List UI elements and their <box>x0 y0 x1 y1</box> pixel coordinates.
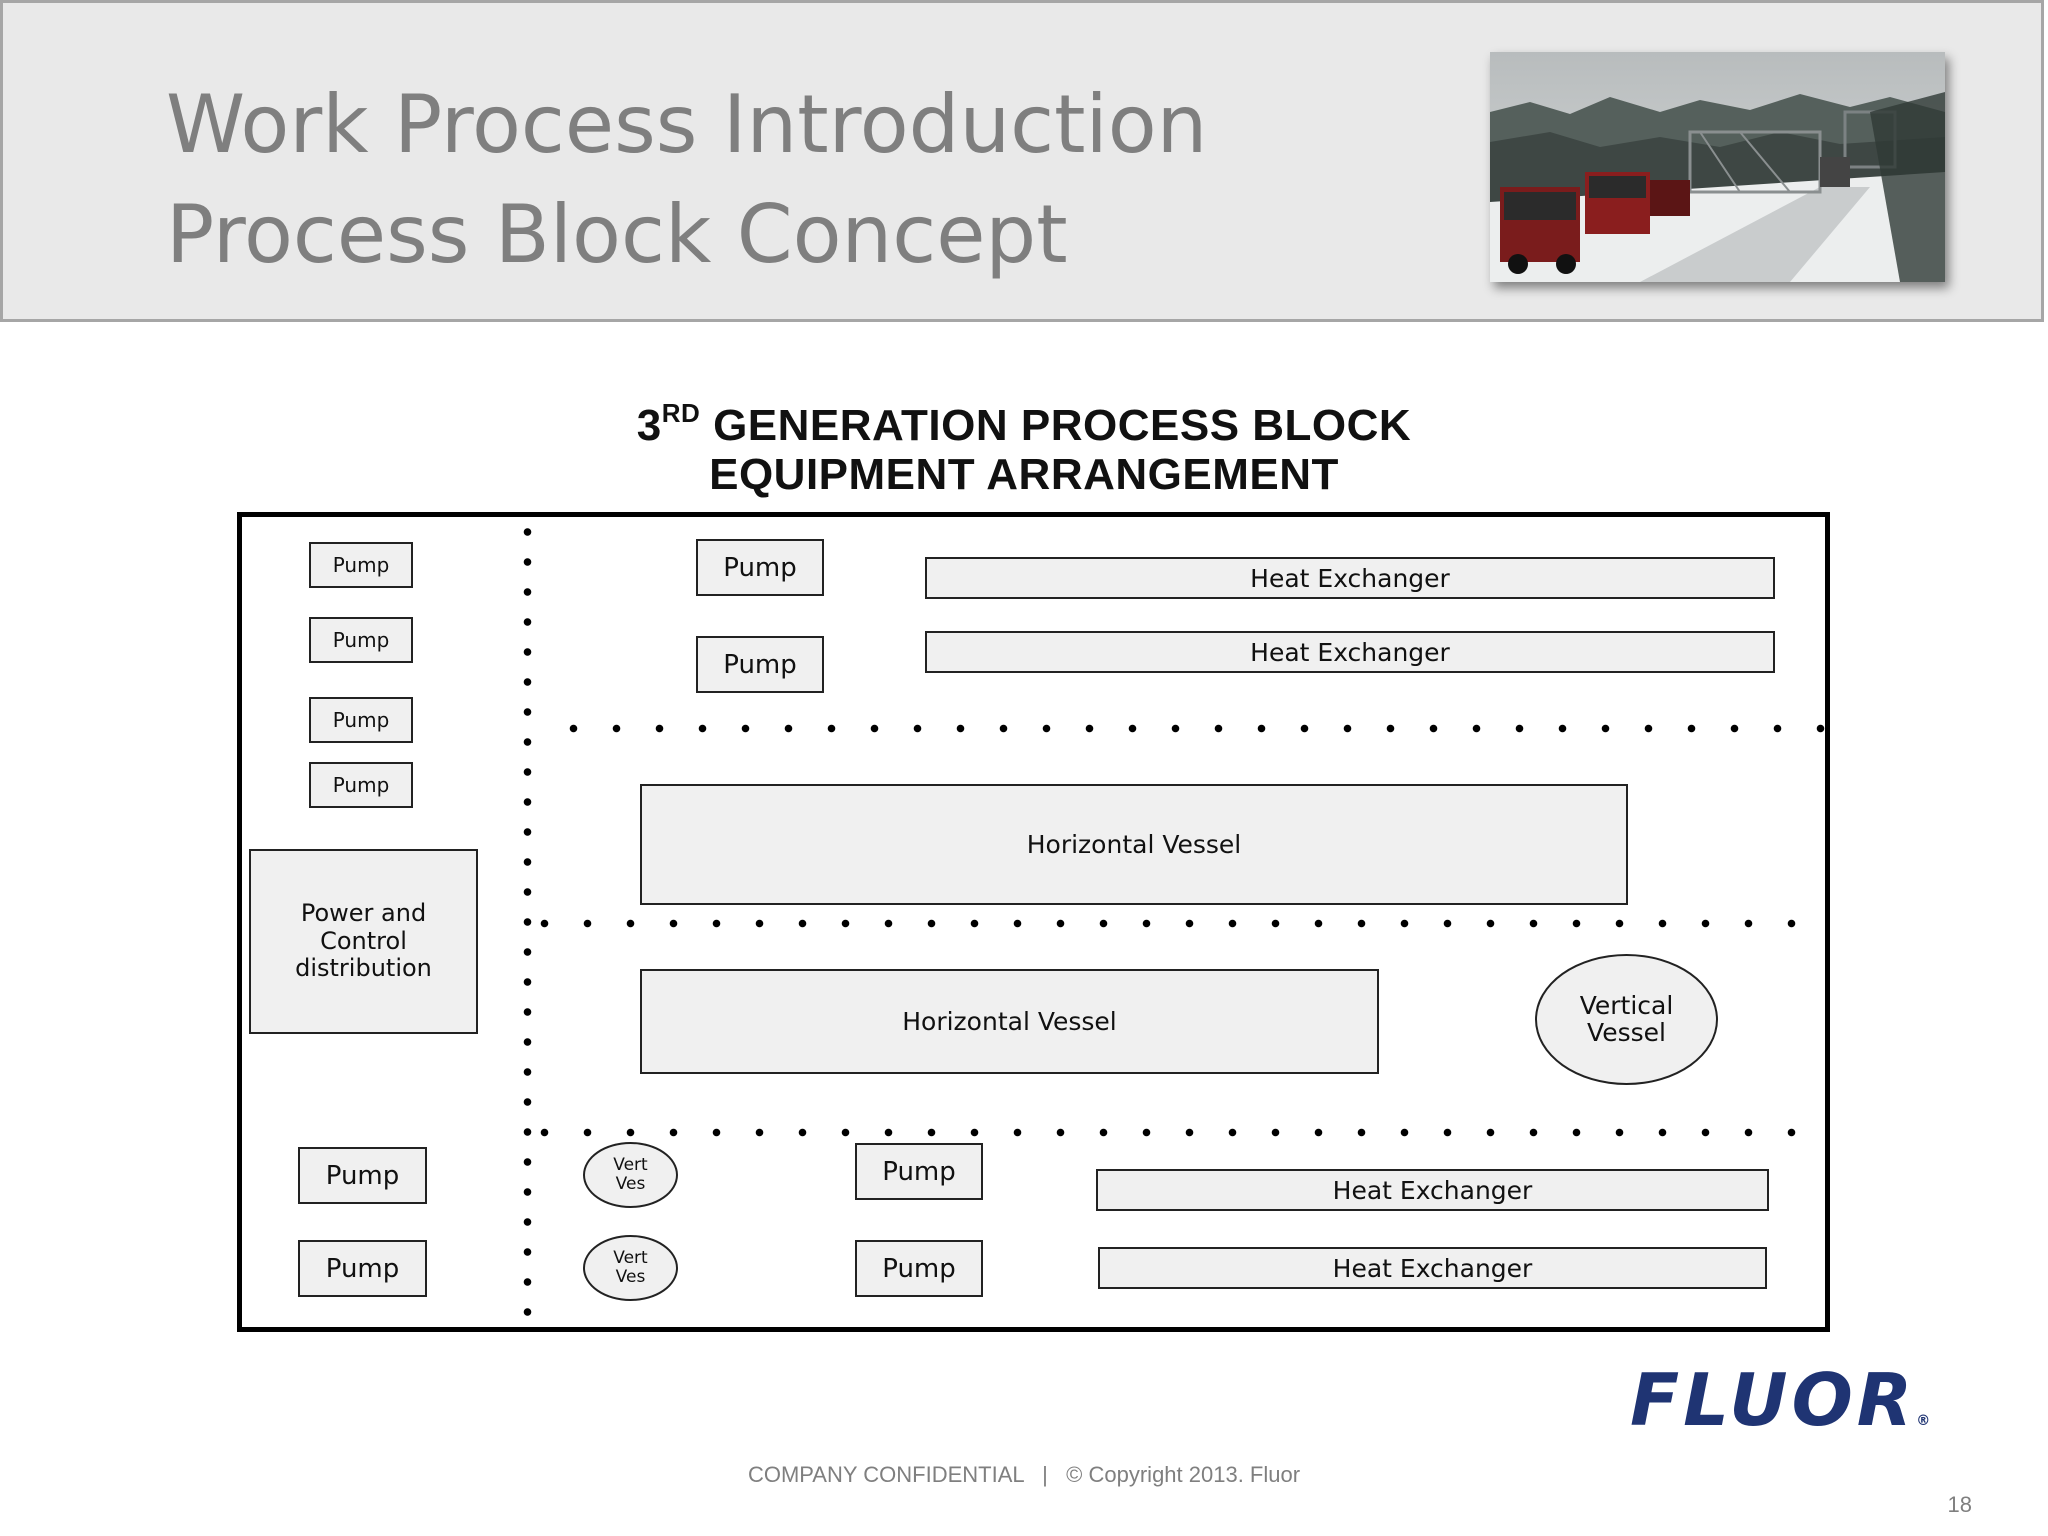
bottom-pump-1: Pump <box>855 1143 983 1200</box>
bottom-heat-exchanger-1: Heat Exchanger <box>1096 1169 1769 1211</box>
bottom-heat-exchanger-2: Heat Exchanger <box>1098 1247 1767 1289</box>
top-heat-exchanger-2: Heat Exchanger <box>925 631 1775 673</box>
top-heat-exchanger-1: Heat Exchanger <box>925 557 1775 599</box>
page-number: 18 <box>1947 1492 1972 1517</box>
left-pump-1: Pump <box>309 542 413 588</box>
horizontal-dotted-divider-1 <box>552 724 1827 733</box>
top-pump-1: Pump <box>696 539 824 596</box>
logo-registered-mark: ® <box>1916 1413 1931 1429</box>
pump-label: Pump <box>332 628 390 652</box>
process-block-frame: Pump Pump Pump Pump Power and Control di… <box>237 512 1830 1332</box>
power-label-1: Power and <box>300 899 427 928</box>
vertical-vessel-label-1: Vertical <box>1579 991 1674 1021</box>
left-pump-4: Pump <box>309 762 413 808</box>
pump-label: Pump <box>723 552 797 583</box>
footer-confidential: COMPANY CONFIDENTIAL | © Copyright 2013.… <box>747 1462 1301 1487</box>
horizontal-dotted-divider-2 <box>523 919 1827 928</box>
power-control-distribution: Power and Control distribution <box>249 849 478 1034</box>
header-photo <box>1490 52 1945 282</box>
pump-label: Pump <box>332 773 390 797</box>
pump-label: Pump <box>882 1253 956 1284</box>
pump-label: Pump <box>882 1156 956 1187</box>
title-rest: GENERATION PROCESS BLOCK <box>713 401 1412 450</box>
horizontal-vessel-upper: Horizontal Vessel <box>640 784 1628 905</box>
pump-label: Pump <box>723 649 797 680</box>
horizontal-dotted-divider-3 <box>523 1128 1827 1137</box>
bottom-pump-2: Pump <box>855 1240 983 1297</box>
vert-ves-label-2: Ves <box>615 1174 646 1194</box>
pump-label: Pump <box>325 1160 400 1191</box>
pump-label: Pump <box>325 1253 400 1284</box>
vert-ves-label-1: Vert <box>613 1248 648 1269</box>
title-number: 3 <box>636 401 662 450</box>
slide-title-line1: Work Process Introduction <box>166 78 1208 171</box>
top-pump-2: Pump <box>696 636 824 693</box>
vert-ves-2: Vert Ves <box>583 1235 678 1301</box>
diagram-title-line2: EQUIPMENT ARRANGEMENT <box>709 450 1339 499</box>
heat-exchanger-label: Heat Exchanger <box>1332 1175 1533 1205</box>
heat-exchanger-label: Heat Exchanger <box>1332 1253 1533 1283</box>
power-label-3: distribution <box>295 954 432 983</box>
logo-text: FLUOR <box>1630 1358 1917 1442</box>
slide-title-line2: Process Block Concept <box>166 188 1068 281</box>
pump-label: Pump <box>332 708 390 732</box>
title-superscript: RD <box>661 398 701 428</box>
left-pump-3: Pump <box>309 697 413 743</box>
vertical-vessel-label-2: Vessel <box>1587 1017 1666 1047</box>
vessel-label: Horizontal Vessel <box>1026 830 1242 859</box>
left-pump-2: Pump <box>309 617 413 663</box>
left-bottom-pump-1: Pump <box>298 1147 427 1204</box>
vert-ves-label-1: Vert <box>613 1155 648 1176</box>
heat-exchanger-label: Heat Exchanger <box>1250 637 1450 667</box>
vert-ves-label-2: Ves <box>615 1267 646 1287</box>
vertical-vessel: Vertical Vessel <box>1535 954 1718 1085</box>
fluor-logo: FLUOR® <box>1630 1358 1930 1442</box>
pump-label: Pump <box>332 553 390 577</box>
left-bottom-pump-2: Pump <box>298 1240 427 1297</box>
snow-truck-photo-icon <box>1490 52 1945 282</box>
vert-ves-1: Vert Ves <box>583 1142 678 1208</box>
vessel-label: Horizontal Vessel <box>902 1007 1117 1036</box>
power-label-2: Control <box>320 926 407 955</box>
heat-exchanger-label: Heat Exchanger <box>1250 563 1450 593</box>
diagram-title-line1: 3RD GENERATION PROCESS BLOCK <box>0 398 2048 451</box>
horizontal-vessel-lower: Horizontal Vessel <box>640 969 1379 1074</box>
